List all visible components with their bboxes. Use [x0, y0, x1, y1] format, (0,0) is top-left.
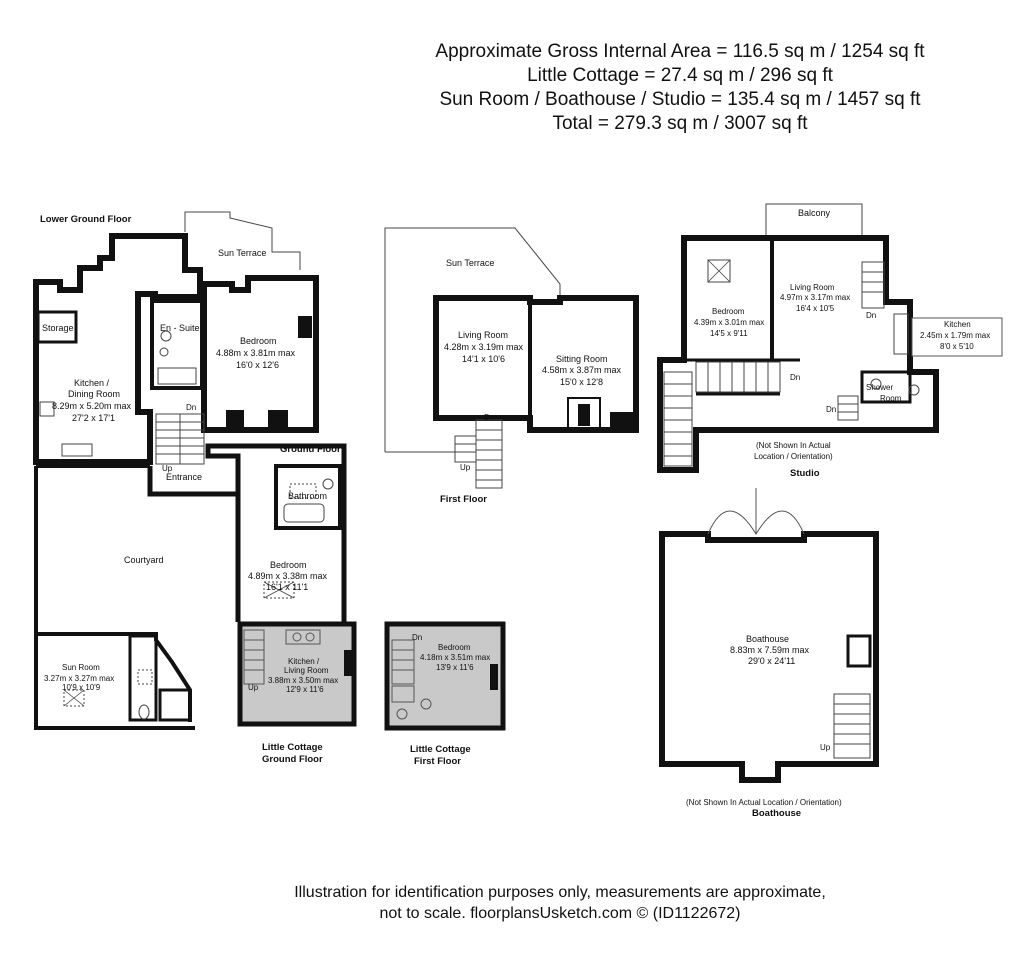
label-bedroom-lg-3: 16'0 x 12'6 [236, 360, 279, 370]
label-sitting-3: 15'0 x 12'8 [560, 377, 603, 387]
label-kitchen-dining-2: Dining Room [68, 389, 120, 399]
label-bedroom-lg-2: 4.88m x 3.81m max [216, 348, 296, 358]
label-balcony: Balcony [798, 208, 831, 218]
title-lc-ground-2: Ground Floor [262, 754, 323, 765]
title-studio: Studio [790, 468, 820, 479]
label-ensuite: En - Suite [160, 323, 200, 333]
label-studio-bed-2: 4.39m x 3.01m max [694, 318, 764, 327]
label-lc-kitchen-4: 12'9 x 11'6 [286, 685, 324, 694]
label-studio-bed-3: 14'5 x 9'11 [710, 329, 748, 338]
title-lc-ground-1: Little Cottage [262, 742, 323, 753]
label-studio-living-3: 16'4 x 10'5 [796, 304, 835, 313]
label-bathroom: Bathroom [288, 491, 327, 501]
first-floor-plan [384, 227, 639, 489]
studio-note-2: Location / Orientation) [754, 452, 833, 461]
area-line-little-cottage: Little Cottage = 27.4 sq m / 296 sq ft [527, 65, 833, 86]
disclaimer-line-2: not to scale. floorplansUsketch.com © (I… [379, 905, 741, 922]
label-boathouse-2: 8.83m x 7.59m max [730, 645, 810, 655]
floor-titles: Lower Ground Floor Ground Floor First Fl… [40, 214, 842, 819]
title-lower-ground: Lower Ground Floor [40, 214, 132, 225]
label-bedroom-g-3: 16'1 x 11'1 [266, 582, 308, 592]
label-sun-room-2: 3.27m x 3.27m max [44, 674, 114, 683]
label-lc-kitchen-2: Living Room [284, 666, 329, 675]
label-boathouse-3: 29'0 x 24'11 [748, 656, 795, 666]
boathouse-note: (Not Shown In Actual Location / Orientat… [686, 798, 842, 807]
area-line-sun-room: Sun Room / Boathouse / Studio = 135.4 sq… [439, 89, 921, 110]
little-cottage-first-floor-plan [384, 621, 506, 731]
stair-labels: Dn Up Up Dn Up Dn Dn Dn Dn Up [162, 311, 876, 752]
label-shower-1: Shower [866, 383, 893, 392]
title-boathouse: Boathouse [752, 808, 801, 819]
label-living-ff-1: Living Room [458, 330, 508, 340]
label-kitchen-dining-4: 27'2 x 17'1 [72, 413, 115, 423]
label-lc-bed-1: Bedroom [438, 643, 471, 652]
label-bedroom-g-1: Bedroom [270, 560, 307, 570]
label-storage: Storage [42, 323, 74, 333]
label-lc-kitchen-3: 3.88m x 3.50m max [268, 676, 338, 685]
label-kitchen-dining-3: 8.29m x 5.20m max [52, 401, 132, 411]
stair-dn-studio-1: Dn [866, 311, 876, 320]
label-bedroom-g-2: 4.89m x 3.38m max [248, 571, 328, 581]
studio-plan [657, 203, 1003, 473]
label-studio-kitchen-1: Kitchen [944, 320, 971, 329]
label-studio-kitchen-2: 2.45m x 1.79m max [920, 331, 990, 340]
title-first: First Floor [440, 494, 487, 505]
label-sun-terrace-ff: Sun Terrace [446, 258, 494, 268]
title-ground: Ground Floor [280, 444, 341, 455]
stair-up-boathouse: Up [820, 743, 831, 752]
label-lc-kitchen-1: Kitchen / [288, 657, 320, 666]
label-sun-room-3: 10'9 x 10'9 [62, 683, 101, 692]
label-lc-bed-3: 13'9 x 11'6 [436, 663, 474, 672]
label-shower-2: Room [880, 394, 902, 403]
label-studio-kitchen-3: 8'0 x 5'10 [940, 342, 974, 351]
stair-up-ff: Up [460, 463, 471, 472]
stair-dn-lg: Dn [186, 403, 196, 412]
label-living-ff-2: 4.28m x 3.19m max [444, 342, 524, 352]
title-lc-first-1: Little Cottage [410, 744, 471, 755]
title-lc-first-2: First Floor [414, 756, 461, 767]
label-studio-bed-1: Bedroom [712, 307, 745, 316]
label-sitting-2: 4.58m x 3.87m max [542, 365, 622, 375]
area-summary: Approximate Gross Internal Area = 116.5 … [380, 40, 980, 136]
label-kitchen-dining-1: Kitchen / [74, 378, 110, 388]
stair-up-lc: Up [248, 683, 259, 692]
label-boathouse-1: Boathouse [746, 634, 789, 644]
label-entrance: Entrance [166, 472, 202, 482]
label-sitting-1: Sitting Room [556, 354, 608, 364]
lower-ground-floor-plan [33, 211, 319, 465]
label-sun-terrace-lg: Sun Terrace [218, 248, 266, 258]
disclaimer-line-1: Illustration for identification purposes… [294, 884, 826, 901]
room-labels: Storage En - Suite Sun Terrace Kitchen /… [42, 208, 990, 694]
label-studio-living-2: 4.97m x 3.17m max [780, 293, 850, 302]
stair-dn-ff: Dn [484, 413, 494, 422]
disclaimer: Illustration for identification purposes… [180, 882, 940, 924]
stair-dn-lc-first: Dn [412, 633, 422, 642]
ground-floor-plan [34, 443, 347, 730]
label-studio-living-1: Living Room [790, 283, 835, 292]
area-line-main: Approximate Gross Internal Area = 116.5 … [435, 41, 925, 62]
little-cottage-ground-floor-plan [237, 621, 357, 727]
boathouse-plan [659, 488, 879, 783]
stair-dn-studio-3: Dn [826, 405, 836, 414]
label-sun-room-1: Sun Room [62, 663, 100, 672]
area-line-total: Total = 279.3 sq m / 3007 sq ft [552, 113, 808, 134]
studio-note-1: (Not Shown In Actual [756, 441, 831, 450]
label-courtyard: Courtyard [124, 555, 164, 565]
stair-dn-studio-2: Dn [790, 373, 800, 382]
label-lc-bed-2: 4.18m x 3.51m max [420, 653, 490, 662]
stair-up-entrance: Up [162, 464, 173, 473]
label-living-ff-3: 14'1 x 10'6 [462, 354, 505, 364]
label-bedroom-lg-1: Bedroom [240, 336, 277, 346]
